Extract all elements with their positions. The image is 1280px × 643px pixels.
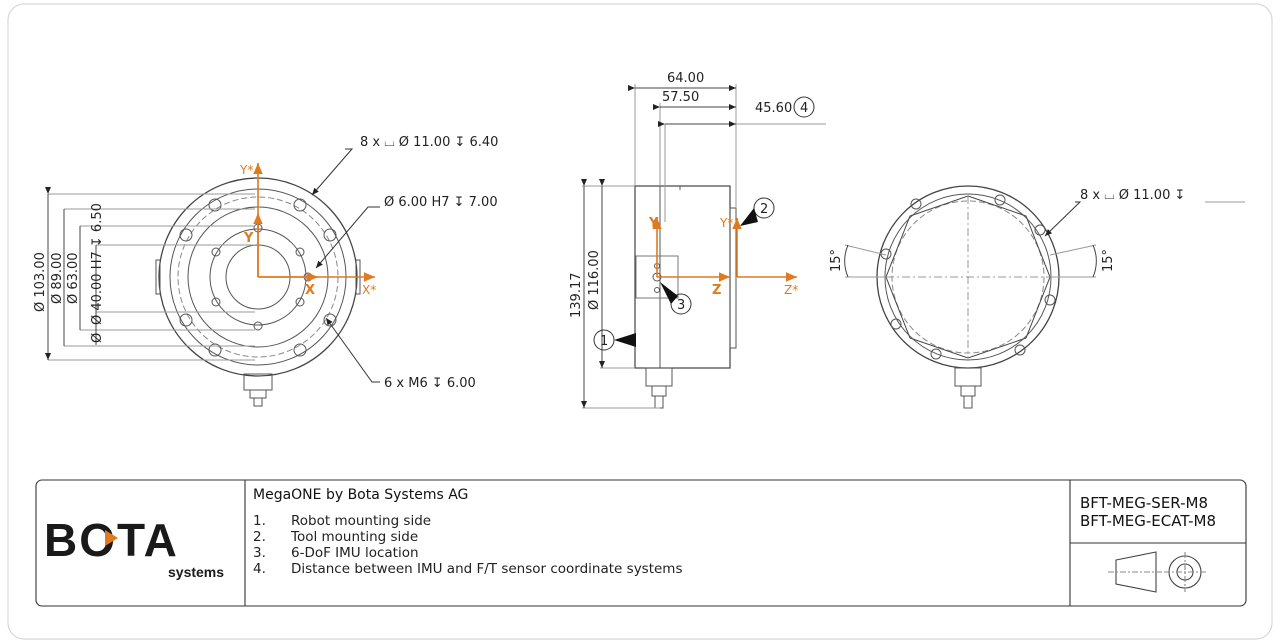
title-block-heading: MegaONE by Bota Systems AG xyxy=(253,487,468,503)
dim-dia-103: Ø 103.00 xyxy=(33,252,48,312)
front-leaders xyxy=(311,148,380,383)
axis-label-side-y-star: Y* xyxy=(719,216,733,230)
note-number: 2. xyxy=(253,529,266,545)
dim-dia-63: Ø 63.00 xyxy=(66,252,81,304)
dim-dia-40-h7: Ø 40.00 H7 ↧ 6.50 xyxy=(90,203,105,325)
dim-width-57-5: 57.50 xyxy=(662,90,699,105)
axis-label-x-star: X* xyxy=(362,283,376,297)
note-text: Robot mounting side xyxy=(291,513,431,529)
part-number-ser: BFT-MEG-SER-M8 xyxy=(1080,494,1208,512)
callout-back-counterbore: 8 x ⌴ Ø 11.00 ↧ xyxy=(1080,188,1185,203)
callout-m6: 6 x M6 ↧ 6.00 xyxy=(384,376,476,391)
axis-label-side-z-star: Z* xyxy=(784,283,798,297)
note-text: Tool mounting side xyxy=(290,529,418,545)
back-view xyxy=(844,185,1245,409)
balloon-1: 1 xyxy=(600,334,608,349)
balloon-2: 2 xyxy=(760,202,768,217)
dim-imu-offset: 45.60 xyxy=(755,101,792,116)
axis-label-side-y: Y xyxy=(648,216,659,231)
dim-dia-small: Ø xyxy=(90,333,105,343)
callout-dowel: Ø 6.00 H7 ↧ 7.00 xyxy=(384,195,498,210)
angle-right-15: 15° xyxy=(1101,249,1116,272)
note-number: 1. xyxy=(253,513,266,529)
note-text: Distance between IMU and F/T sensor coor… xyxy=(291,561,683,577)
balloon-3: 3 xyxy=(677,298,685,313)
angle-left-15: 15° xyxy=(829,249,844,272)
side-view xyxy=(581,84,826,409)
side-axes xyxy=(652,218,797,282)
front-axes xyxy=(253,163,375,282)
axis-label-y-star: Y* xyxy=(239,163,253,177)
dim-dia-89: Ø 89.00 xyxy=(50,252,65,304)
dim-dia-116: Ø 116.00 xyxy=(587,250,602,310)
dim-width-64: 64.00 xyxy=(667,71,704,86)
balloons xyxy=(593,96,815,351)
notes-list: 1. Robot mounting side 2. Tool mounting … xyxy=(253,513,683,577)
bota-logo: BOTA systems xyxy=(44,514,224,580)
title-block xyxy=(35,479,1247,607)
axis-label-x: X xyxy=(305,283,315,298)
note-number: 3. xyxy=(253,545,266,561)
sheet-border xyxy=(7,3,1273,640)
axis-label-y: Y xyxy=(243,231,254,246)
svg-text:systems: systems xyxy=(168,564,224,580)
axis-label-side-z: Z xyxy=(712,283,721,298)
balloon-4: 4 xyxy=(800,101,808,116)
note-text: 6-DoF IMU location xyxy=(291,545,419,561)
part-number-ecat: BFT-MEG-ECAT-M8 xyxy=(1080,512,1216,530)
dim-height-139: 139.17 xyxy=(569,273,584,319)
note-number: 4. xyxy=(253,561,266,577)
callout-counterbore: 8 x ⌴ Ø 11.00 ↧ 6.40 xyxy=(360,135,498,150)
